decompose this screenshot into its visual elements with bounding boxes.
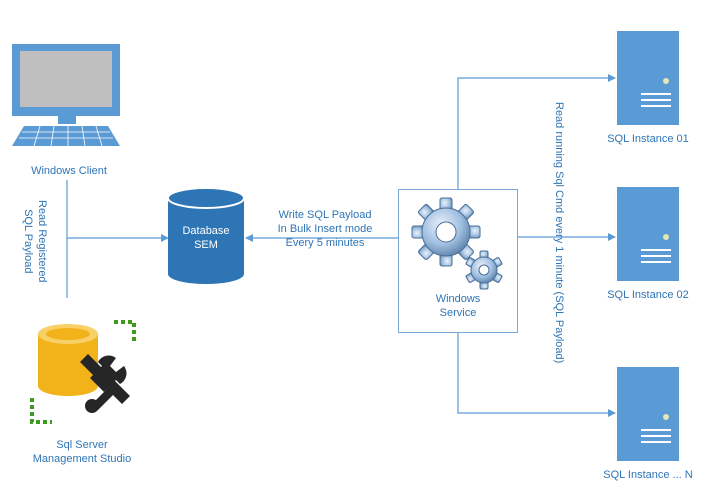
- service-label-line2: Service: [439, 307, 477, 319]
- server-led-icon: [663, 414, 669, 420]
- instance-02-label: SQL Instance 02: [607, 289, 689, 301]
- write-payload-line3: Every 5 minutes: [285, 237, 365, 249]
- sql-tools-icon: [30, 320, 136, 424]
- read-registered-line2: SQL Payload: [22, 209, 34, 274]
- read-registered-line1: Read Registered: [36, 200, 48, 283]
- read-running-text: Read running Sql Cmd every 1 minute (SQL…: [553, 102, 565, 364]
- server-led-icon: [663, 78, 669, 84]
- large-gear: [411, 197, 481, 267]
- service-label: Windows Service: [408, 292, 508, 320]
- service-to-instance-n-arrow: [457, 333, 616, 417]
- ssms-label-line1: Sql Server: [56, 439, 108, 451]
- write-payload-label: Write SQL Payload In Bulk Insert mode Ev…: [264, 208, 386, 250]
- write-payload-line2: In Bulk Insert mode: [277, 223, 373, 235]
- ssms-label: Sql Server Management Studio: [22, 438, 142, 466]
- service-to-instance-01-arrow: [457, 74, 616, 198]
- database-icon: [38, 334, 98, 396]
- small-gear: [465, 250, 503, 290]
- keyboard-icon: [12, 126, 120, 146]
- instance-01-label: SQL Instance 01: [607, 133, 689, 145]
- server-icon: [617, 31, 679, 125]
- server-icon: [617, 367, 679, 461]
- gears-icon: [411, 197, 503, 290]
- service-label-line1: Windows: [435, 293, 481, 305]
- read-registered-label: Read Registered SQL Payload: [21, 200, 49, 283]
- write-payload-line1: Write SQL Payload: [278, 209, 372, 221]
- database-label-line2: SEM: [194, 239, 218, 251]
- monitor-icon: [12, 44, 120, 147]
- database-label: Database SEM: [168, 224, 244, 252]
- database-label-line1: Database: [182, 225, 230, 237]
- read-running-label: Read running Sql Cmd every 1 minute (SQL…: [552, 102, 566, 363]
- ssms-label-line2: Management Studio: [32, 453, 132, 465]
- server-led-icon: [663, 234, 669, 240]
- database-cylinder: [167, 188, 245, 284]
- server-icon: [617, 187, 679, 281]
- instance-n-label: SQL Instance ... N: [603, 469, 693, 481]
- wrench-icon: [80, 354, 130, 413]
- client-label: Windows Client: [31, 165, 107, 177]
